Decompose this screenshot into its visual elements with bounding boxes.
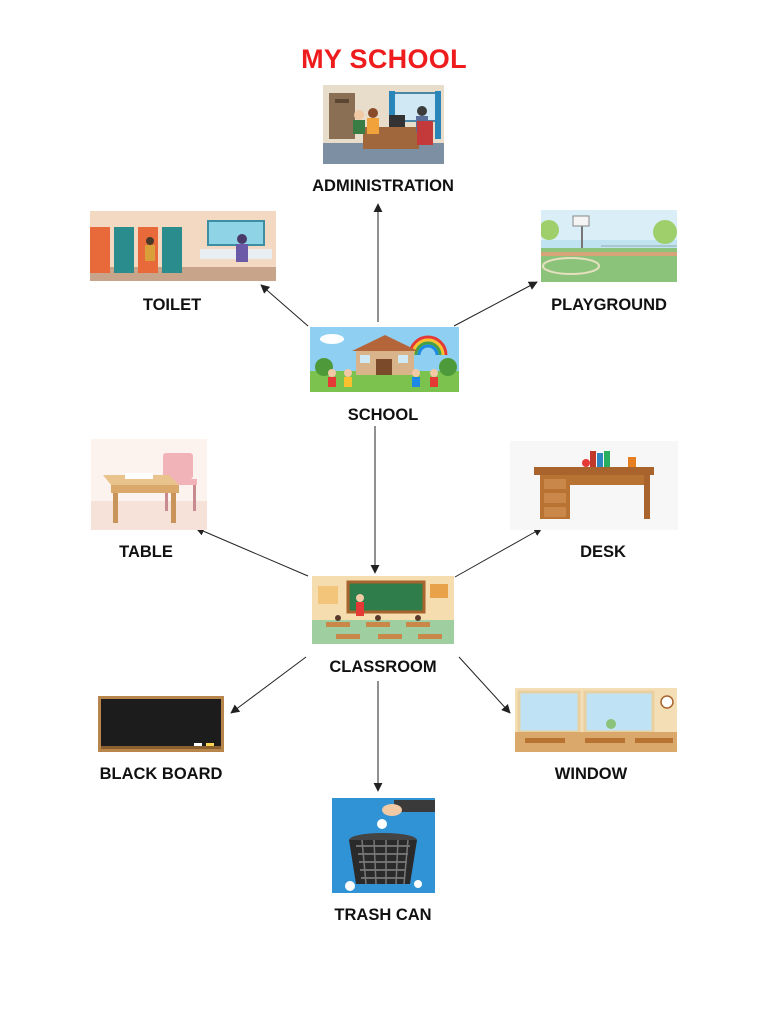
classroom-label: CLASSROOM <box>329 658 437 676</box>
black-board-label: BLACK BOARD <box>99 765 223 783</box>
arrow-classroom-blackboard <box>230 656 307 714</box>
administration-image <box>323 85 444 164</box>
administration-label: ADMINISTRATION <box>312 177 454 195</box>
playground-image <box>541 210 677 282</box>
table-image <box>91 439 207 530</box>
arrow-classroom-window <box>458 656 511 714</box>
arrow-classroom-desk <box>454 527 543 578</box>
classroom-image <box>312 576 454 644</box>
desk-label: DESK <box>580 543 626 561</box>
playground-label: PLAYGROUND <box>551 296 667 314</box>
arrow-school-playground <box>453 281 538 327</box>
arrow-classroom-table <box>195 527 309 577</box>
trash-can-label: TRASH CAN <box>334 906 432 924</box>
window-image <box>515 688 677 752</box>
black-board-image <box>98 696 224 752</box>
toilet-image <box>90 211 276 281</box>
page-title: MY SCHOOL <box>301 44 467 74</box>
desk-image <box>510 441 678 530</box>
window-label: WINDOW <box>554 765 628 783</box>
school-label: SCHOOL <box>347 406 419 424</box>
school-image <box>310 327 459 392</box>
toilet-label: TOILET <box>142 296 202 314</box>
table-label: TABLE <box>119 543 173 561</box>
trash-can-image <box>332 798 435 893</box>
arrow-school-toilet <box>260 284 309 327</box>
